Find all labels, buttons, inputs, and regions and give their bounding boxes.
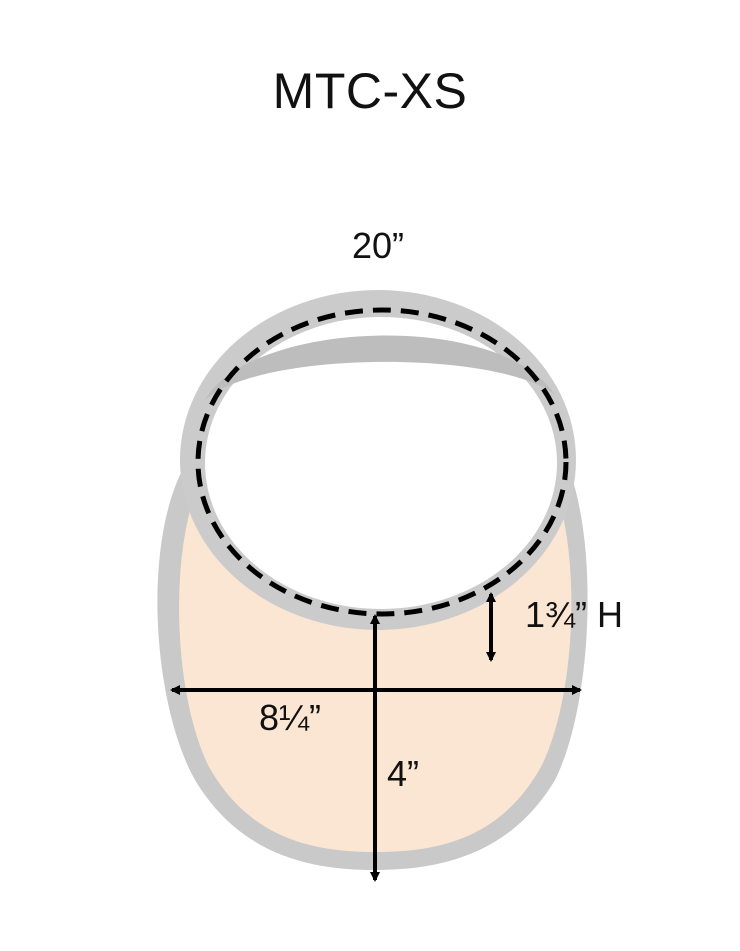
band-back-shade (205, 335, 555, 400)
product-title: MTC-XS (272, 63, 468, 119)
band-height-label: 1¾” H (525, 594, 623, 635)
circumference-dashed-line (195, 307, 569, 617)
band-opening (205, 317, 557, 609)
brim-depth-label: 4” (387, 753, 419, 794)
circumference-label: 20” (352, 225, 404, 266)
brim-width-label: 8¼” (259, 697, 321, 738)
